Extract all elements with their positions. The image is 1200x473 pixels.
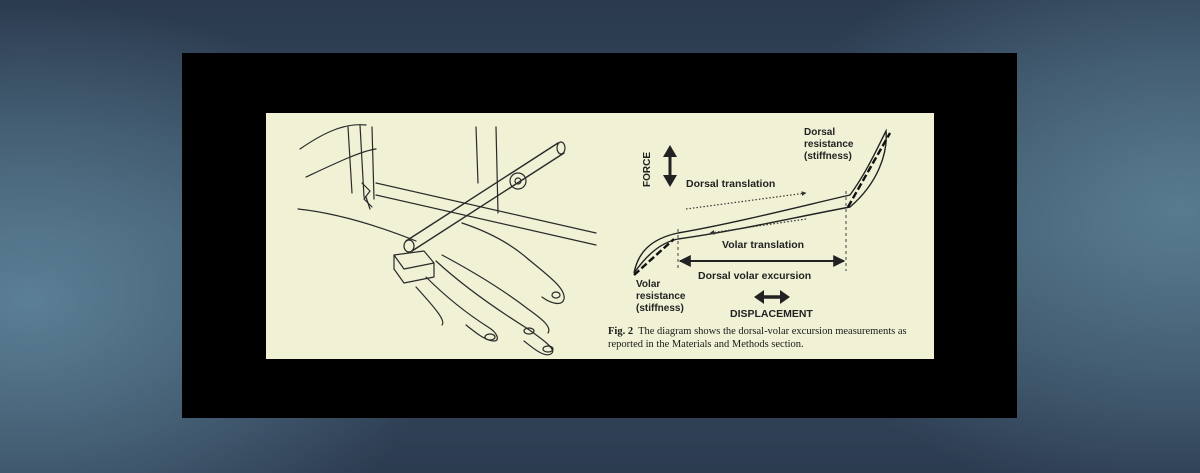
- dorsal-stiffness-line: [846, 132, 892, 208]
- force-displacement-diagram: FORCE Dorsal translation Volar translati…: [633, 127, 892, 320]
- force-arrow: [663, 145, 677, 187]
- measurement-rod: [405, 142, 559, 242]
- hand-little-finger: [415, 286, 444, 326]
- right-post-back: [495, 126, 499, 214]
- dorsal-resistance-label: Dorsal resistance (stiffness): [804, 127, 854, 162]
- svg-text:Volar: Volar: [636, 279, 660, 290]
- svg-text:(stiffness): (stiffness): [804, 151, 852, 162]
- force-label: FORCE: [642, 152, 653, 187]
- table-edge-top: [375, 182, 597, 234]
- hand-middle-finger: [441, 254, 550, 334]
- excursion-label: Dorsal volar excursion: [698, 270, 811, 282]
- rod-end: [403, 239, 415, 253]
- wrist-illustration: [297, 124, 597, 356]
- svg-text:(stiffness): (stiffness): [636, 303, 684, 314]
- volar-stiffness-line: [633, 238, 675, 276]
- volar-resistance-label: Volar resistance (stiffness): [636, 279, 686, 314]
- caption-label: Fig. 2: [608, 326, 634, 337]
- right-post: [475, 126, 479, 184]
- dorsal-translation-label: Dorsal translation: [686, 178, 775, 190]
- volar-translation-label: Volar translation: [722, 239, 804, 251]
- hand-ring-finger: [425, 276, 498, 342]
- hand-index-finger: [435, 260, 554, 356]
- caption-text: The diagram shows the dorsal-volar excur…: [608, 326, 907, 350]
- hand-thumb: [461, 222, 565, 305]
- fingernail: [542, 345, 554, 353]
- svg-text:Dorsal: Dorsal: [804, 127, 835, 138]
- image-frame: FORCE Dorsal translation Volar translati…: [182, 53, 1017, 418]
- displacement-label: DISPLACEMENT: [730, 308, 813, 320]
- clamp-post: [347, 124, 375, 210]
- table-edge-bottom: [375, 194, 597, 246]
- displacement-arrow: [754, 290, 790, 304]
- rod-knob: [509, 172, 527, 190]
- figure-panel: FORCE Dorsal translation Volar translati…: [266, 113, 934, 359]
- forearm-bottom-line: [297, 208, 417, 242]
- hysteresis-loop: [633, 128, 887, 274]
- svg-text:resistance: resistance: [804, 139, 854, 150]
- dorsal-translation-arrow: [685, 191, 807, 210]
- svg-text:resistance: resistance: [636, 291, 686, 302]
- forearm-shadow-line: [305, 148, 377, 178]
